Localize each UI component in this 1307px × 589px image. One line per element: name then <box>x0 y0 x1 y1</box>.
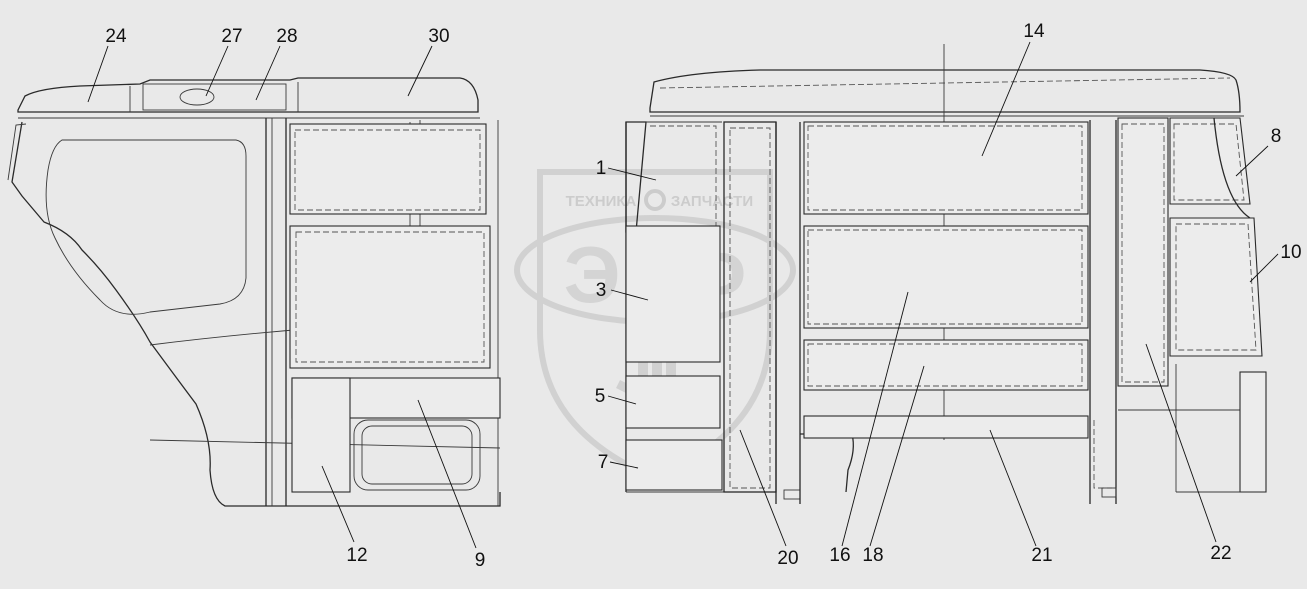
callout-5: 5 <box>595 386 606 407</box>
left-front-contour <box>11 121 501 507</box>
door-mid-panel <box>289 225 491 369</box>
rear-side-upper-panel <box>1169 117 1251 205</box>
rear-lower-panel <box>803 339 1089 391</box>
callout-7: 7 <box>598 452 609 473</box>
rear-middle-panel <box>803 225 1089 329</box>
callout-22: 22 <box>1210 543 1231 564</box>
watermark-text-left: ТЕХНИКА <box>566 193 637 210</box>
roof-hatch-panel <box>142 83 287 111</box>
rear-bottom-strip <box>803 415 1089 439</box>
callout-1: 1 <box>596 158 607 179</box>
pillar-upper-panel <box>625 225 721 363</box>
left-cab-side-view <box>7 77 501 507</box>
callout-labels: 24 27 28 30 12 9 1 3 5 7 14 8 10 20 16 1… <box>105 21 1301 571</box>
rear-corner-post <box>1239 371 1267 493</box>
roof-hatch-handle <box>179 88 215 106</box>
callout-20: 20 <box>777 548 798 569</box>
callout-14: 14 <box>1023 21 1045 42</box>
callout-18: 18 <box>862 545 883 566</box>
callout-16: 16 <box>829 545 850 566</box>
callout-3: 3 <box>596 280 607 301</box>
callout-9: 9 <box>475 550 486 571</box>
callout-21: 21 <box>1031 545 1052 566</box>
rear-side-lower-panel <box>1169 217 1263 357</box>
callout-30: 30 <box>428 26 449 47</box>
door-pocket-outline <box>353 419 481 491</box>
right-pillar-panel <box>1117 117 1169 387</box>
callout-28: 28 <box>276 26 297 47</box>
door-corner-panel <box>291 377 351 493</box>
watermark-text-right: ЗАПЧАСТИ <box>671 193 753 210</box>
right-cab-interior-view <box>625 44 1267 504</box>
callout-8: 8 <box>1271 126 1282 147</box>
pillar-mid-panel <box>625 375 721 429</box>
left-roof-outline <box>17 77 479 113</box>
callout-10: 10 <box>1280 242 1301 263</box>
right-roof-outline <box>649 69 1241 113</box>
callout-12: 12 <box>346 545 367 566</box>
side-window-outline <box>45 139 247 315</box>
callout-leader-lines <box>87 41 1279 549</box>
rear-upper-panel <box>803 121 1089 215</box>
callout-24: 24 <box>105 26 127 47</box>
pillar-lower-panel <box>625 439 723 491</box>
watermark-gear-icon <box>644 189 666 211</box>
callout-27: 27 <box>221 26 242 47</box>
door-upper-panel <box>289 123 487 215</box>
